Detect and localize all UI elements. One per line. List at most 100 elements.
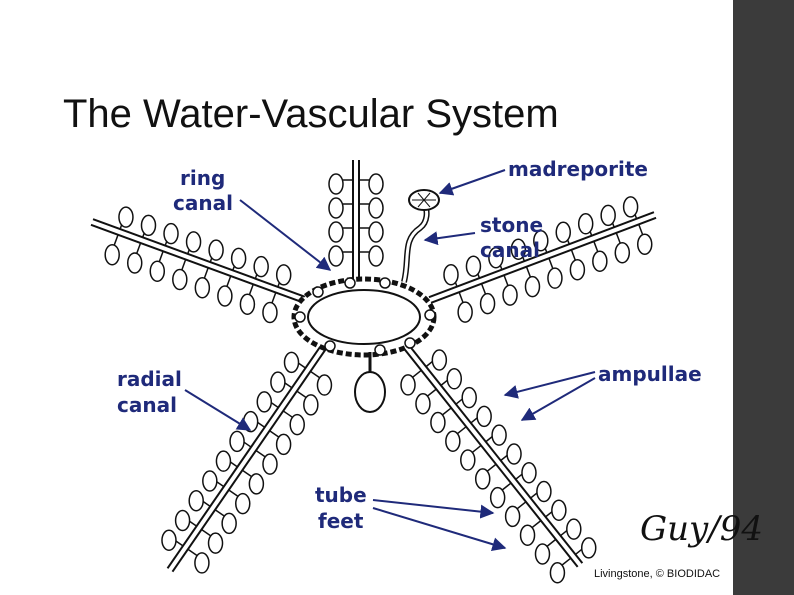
ampulla-bulb (221, 512, 237, 535)
ampulla-bulb (551, 499, 567, 522)
label-madreporite: madreporite (508, 157, 648, 181)
radial-canal-line (401, 346, 579, 568)
ampulla-bulb (636, 233, 653, 256)
ampulla-bulb (600, 204, 616, 227)
ampulla-bulb (202, 470, 218, 492)
ampulla-bulb (161, 529, 177, 551)
ampulla-bulb (270, 371, 286, 393)
ampulla-bulb (230, 247, 247, 270)
radial-arms (90, 160, 657, 584)
arm-upper-right (428, 196, 657, 323)
radial-canal-line (90, 223, 305, 304)
ampulla-bulb (185, 231, 202, 253)
ampulla-bulb (580, 537, 597, 559)
ampulla-bulb (489, 486, 506, 509)
ampulla-bulb (239, 293, 256, 315)
radial-canal-line (406, 342, 584, 564)
ampulla-bulb (446, 368, 463, 390)
ampulla-bulb (163, 222, 179, 245)
ampulla-bulb (474, 468, 491, 490)
ampulla-bulb (461, 386, 477, 409)
label-stone-canal-line1: stone (480, 213, 543, 237)
ampulla-bulb (368, 173, 384, 195)
arm-top (328, 160, 384, 282)
ampulla-bulb (536, 480, 552, 503)
ampulla-bulb (217, 285, 233, 307)
ampulla-bulb (504, 505, 521, 528)
ampulla-bulb (248, 473, 265, 495)
ring-canal (291, 276, 437, 358)
slide-title: The Water-Vascular System (63, 92, 559, 136)
arm-lower-left (161, 342, 333, 574)
ampulla-bulb (476, 405, 492, 428)
ampulla-bulb (577, 213, 594, 235)
ampulla-bulb (207, 532, 224, 554)
ampulla-bulb (328, 173, 344, 195)
ampulla-bulb (457, 301, 473, 323)
ampulla-bulb (521, 461, 537, 484)
ampulla-bulb (547, 267, 563, 289)
ampulla-bulb (506, 443, 522, 465)
ampulla-bulb (569, 258, 586, 281)
ampulla-bulb (431, 349, 448, 371)
label-stone-canal-line2: canal (480, 238, 540, 262)
ampulla-bulb (491, 424, 507, 446)
ampulla-bulb (328, 197, 344, 219)
ampulla-bulb (524, 275, 541, 298)
ampulla-bulb (534, 543, 551, 565)
ampulla-bulb (215, 450, 232, 472)
ampulla-bulb (368, 197, 384, 219)
annotation-arrows (184, 169, 596, 552)
ampulla-bulb (172, 268, 188, 291)
ampulla-bulb (194, 276, 211, 299)
ampulla-bulb (488, 246, 504, 269)
ampulla-bulb (283, 351, 300, 374)
water-vascular-diagram: ring canal madreporite stone canal radia… (90, 157, 763, 584)
ampulla-bulb (275, 433, 292, 456)
ampulla-bulb (430, 411, 446, 434)
ampulla-bulb (400, 374, 416, 396)
ampulla-bulb (443, 263, 459, 286)
ampulla-bulb (592, 250, 608, 272)
ampulla-bulb (194, 552, 210, 574)
label-ampullae: ampullae (598, 362, 702, 386)
artist-signature: Guy/94 (640, 509, 763, 549)
ampulla-bulb (289, 413, 305, 436)
ampulla-bulb (303, 394, 319, 416)
ampulla-bulb (328, 245, 344, 267)
ampulla-bulb (256, 391, 273, 413)
radial-canal-line (430, 216, 657, 304)
ampulla-bulb (460, 449, 476, 471)
ampulla-bulb (555, 221, 572, 244)
ampulla-bulb (316, 374, 333, 396)
label-tube-feet-line1: tube (315, 483, 367, 507)
arm-upper-left (90, 206, 307, 324)
ampulla-bulb (262, 301, 278, 324)
ampulla-bulb (622, 196, 639, 218)
ampulla-bulb (533, 230, 549, 252)
ampulla-bulb (368, 245, 384, 267)
ampulla-bulb (415, 392, 431, 415)
label-ring-canal-line2: canal (173, 191, 233, 215)
ampulla-bulb (229, 430, 245, 453)
ampulla-bulb (235, 492, 251, 515)
ampulla-bulb (253, 255, 269, 278)
radial-canal-line (92, 218, 307, 299)
ampulla-bulb (566, 518, 582, 540)
ampulla-bulb (328, 221, 344, 243)
arm-lower-right (400, 342, 597, 584)
ampulla-bulb (262, 453, 278, 475)
label-radial-canal-line2: canal (117, 393, 177, 417)
ampulla-bulb (549, 562, 566, 584)
label-radial-canal-line1: radial (117, 367, 182, 391)
central-ampulla (354, 352, 386, 413)
ampulla-bulb (104, 243, 120, 266)
ampulla-bulb (118, 206, 134, 228)
ampulla-bulb (445, 430, 461, 453)
ampulla-bulb (502, 284, 518, 306)
side-accent-bar (733, 0, 794, 595)
ampulla-bulb (208, 239, 224, 261)
ampulla-bulb (275, 264, 292, 286)
image-credit: Livingstone, © BIODIDAC (594, 568, 720, 580)
label-tube-feet-line2: feet (318, 509, 364, 533)
